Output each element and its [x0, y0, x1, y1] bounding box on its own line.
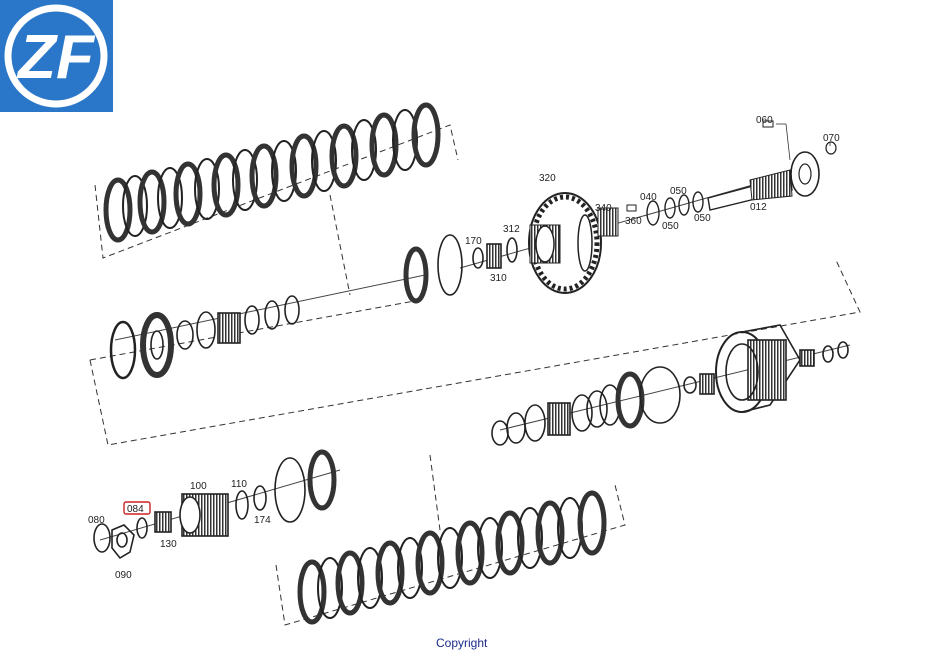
- top-clutch-pack: [103, 102, 441, 243]
- leader-lines: [776, 123, 831, 161]
- label-174[interactable]: 174: [254, 515, 271, 526]
- label-012[interactable]: 012: [750, 202, 767, 213]
- label-130[interactable]: 130: [160, 539, 177, 550]
- label-090[interactable]: 090: [115, 570, 132, 581]
- label-050-c[interactable]: 050: [694, 213, 711, 224]
- label-312[interactable]: 312: [503, 224, 520, 235]
- zf-logo: ZF: [0, 0, 113, 112]
- label-050-a[interactable]: 050: [670, 186, 687, 197]
- label-060[interactable]: 060: [756, 115, 773, 126]
- lower-shaft-assembly: [93, 449, 337, 560]
- label-070[interactable]: 070: [823, 133, 840, 144]
- part-labels: 060 070 320 040 050 340 360 050 050 012 …: [88, 115, 840, 581]
- label-080[interactable]: 080: [88, 515, 105, 526]
- label-100[interactable]: 100: [190, 481, 207, 492]
- label-050-b[interactable]: 050: [662, 221, 679, 232]
- label-170[interactable]: 170: [465, 236, 482, 247]
- label-110[interactable]: 110: [231, 479, 247, 490]
- clutch-drum-assembly: [491, 324, 849, 446]
- bottom-clutch-pack: [297, 490, 607, 625]
- zf-logo-mark: ZF: [0, 0, 113, 112]
- zf-logo-text: ZF: [16, 23, 96, 92]
- upper-shaft-assembly: [109, 234, 518, 380]
- label-084[interactable]: 084: [127, 504, 144, 515]
- label-360[interactable]: 360: [625, 216, 642, 227]
- label-084-highlight: [123, 501, 151, 515]
- label-320[interactable]: 320: [539, 173, 556, 184]
- label-040[interactable]: 040: [640, 192, 657, 203]
- copyright-text: Copyright: [436, 636, 488, 650]
- label-340[interactable]: 340: [595, 203, 612, 214]
- gear-320-shaft-012: [528, 120, 837, 294]
- axis-lines: [99, 179, 851, 541]
- label-310[interactable]: 310: [490, 273, 507, 284]
